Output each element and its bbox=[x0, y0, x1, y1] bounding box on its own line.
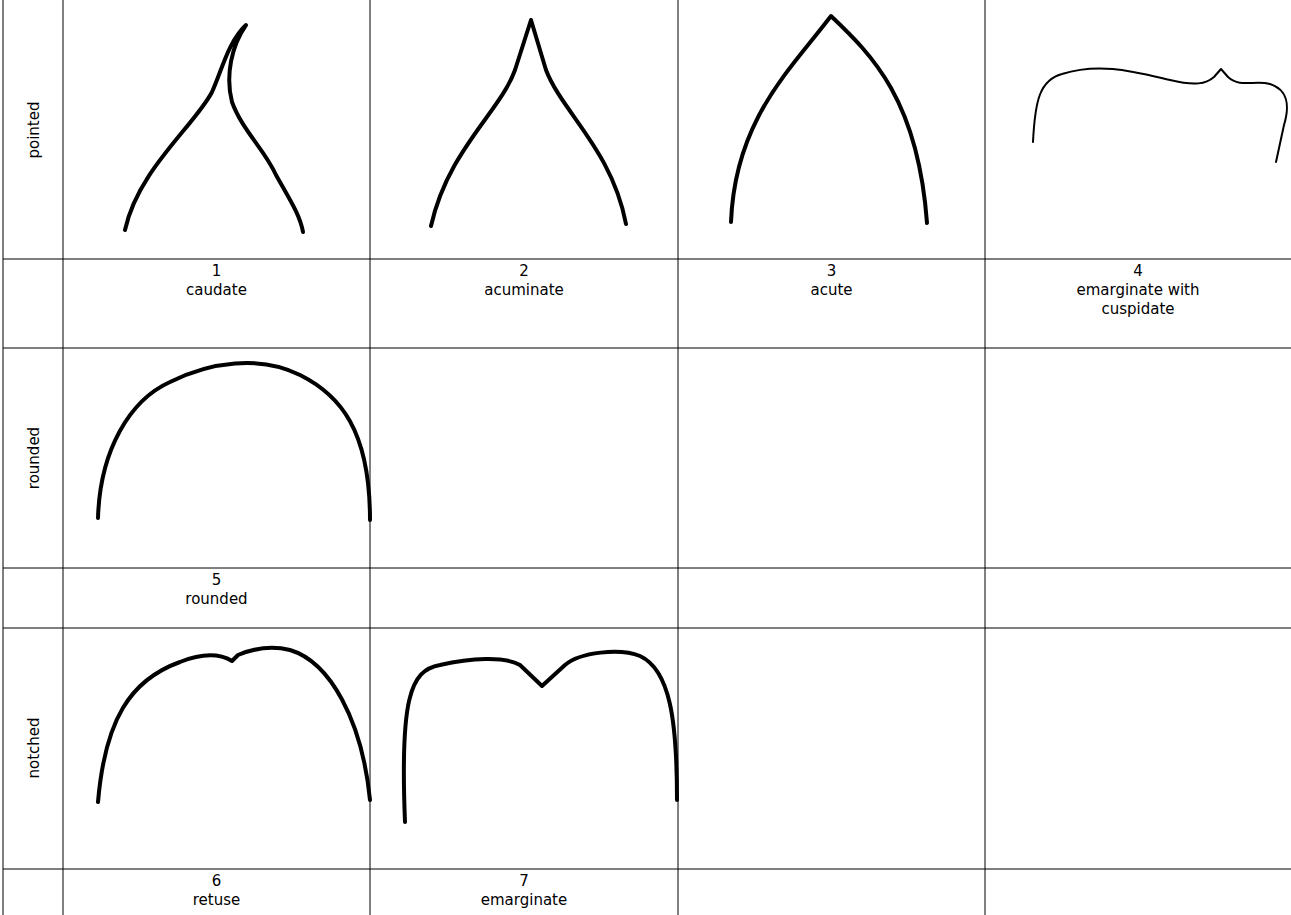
callout-number: 4 bbox=[1133, 262, 1143, 281]
shape-name: acute bbox=[810, 281, 852, 300]
acute-outline bbox=[731, 16, 927, 223]
shape-name: acuminate bbox=[484, 281, 564, 300]
caption-cell: 2acuminate bbox=[370, 262, 678, 300]
caption-cell: 1caudate bbox=[63, 262, 370, 300]
caudate-outline bbox=[125, 25, 303, 232]
shape-name: emarginate bbox=[481, 891, 567, 910]
shape-name: caudate bbox=[186, 281, 247, 300]
retuse-outline bbox=[98, 648, 370, 802]
acuminate-outline bbox=[431, 20, 626, 226]
emarginate-outline bbox=[404, 652, 677, 822]
row-heading: notched bbox=[25, 717, 43, 778]
shape-name: retuse bbox=[193, 891, 241, 910]
rounded-outline bbox=[98, 363, 370, 520]
table-grid bbox=[3, 0, 1291, 915]
caption-cell: 3acute bbox=[678, 262, 985, 300]
shape-name: rounded bbox=[185, 590, 247, 609]
caption-cell: 4emarginate with cuspidate bbox=[985, 262, 1291, 319]
callout-number: 5 bbox=[212, 571, 222, 590]
caption-cell: 7emarginate bbox=[370, 872, 678, 910]
emarginate-cuspidate-outline bbox=[1033, 68, 1287, 162]
callout-number: 2 bbox=[519, 262, 529, 281]
callout-number: 3 bbox=[827, 262, 837, 281]
callout-number: 1 bbox=[212, 262, 222, 281]
row-heading: pointed bbox=[25, 101, 43, 158]
caption-cell: 5rounded bbox=[63, 571, 370, 609]
callout-number: 6 bbox=[212, 872, 222, 891]
shape-name: emarginate with cuspidate bbox=[1063, 281, 1213, 319]
callout-number: 7 bbox=[519, 872, 529, 891]
caption-cell: 6retuse bbox=[63, 872, 370, 910]
row-heading: rounded bbox=[25, 427, 43, 489]
